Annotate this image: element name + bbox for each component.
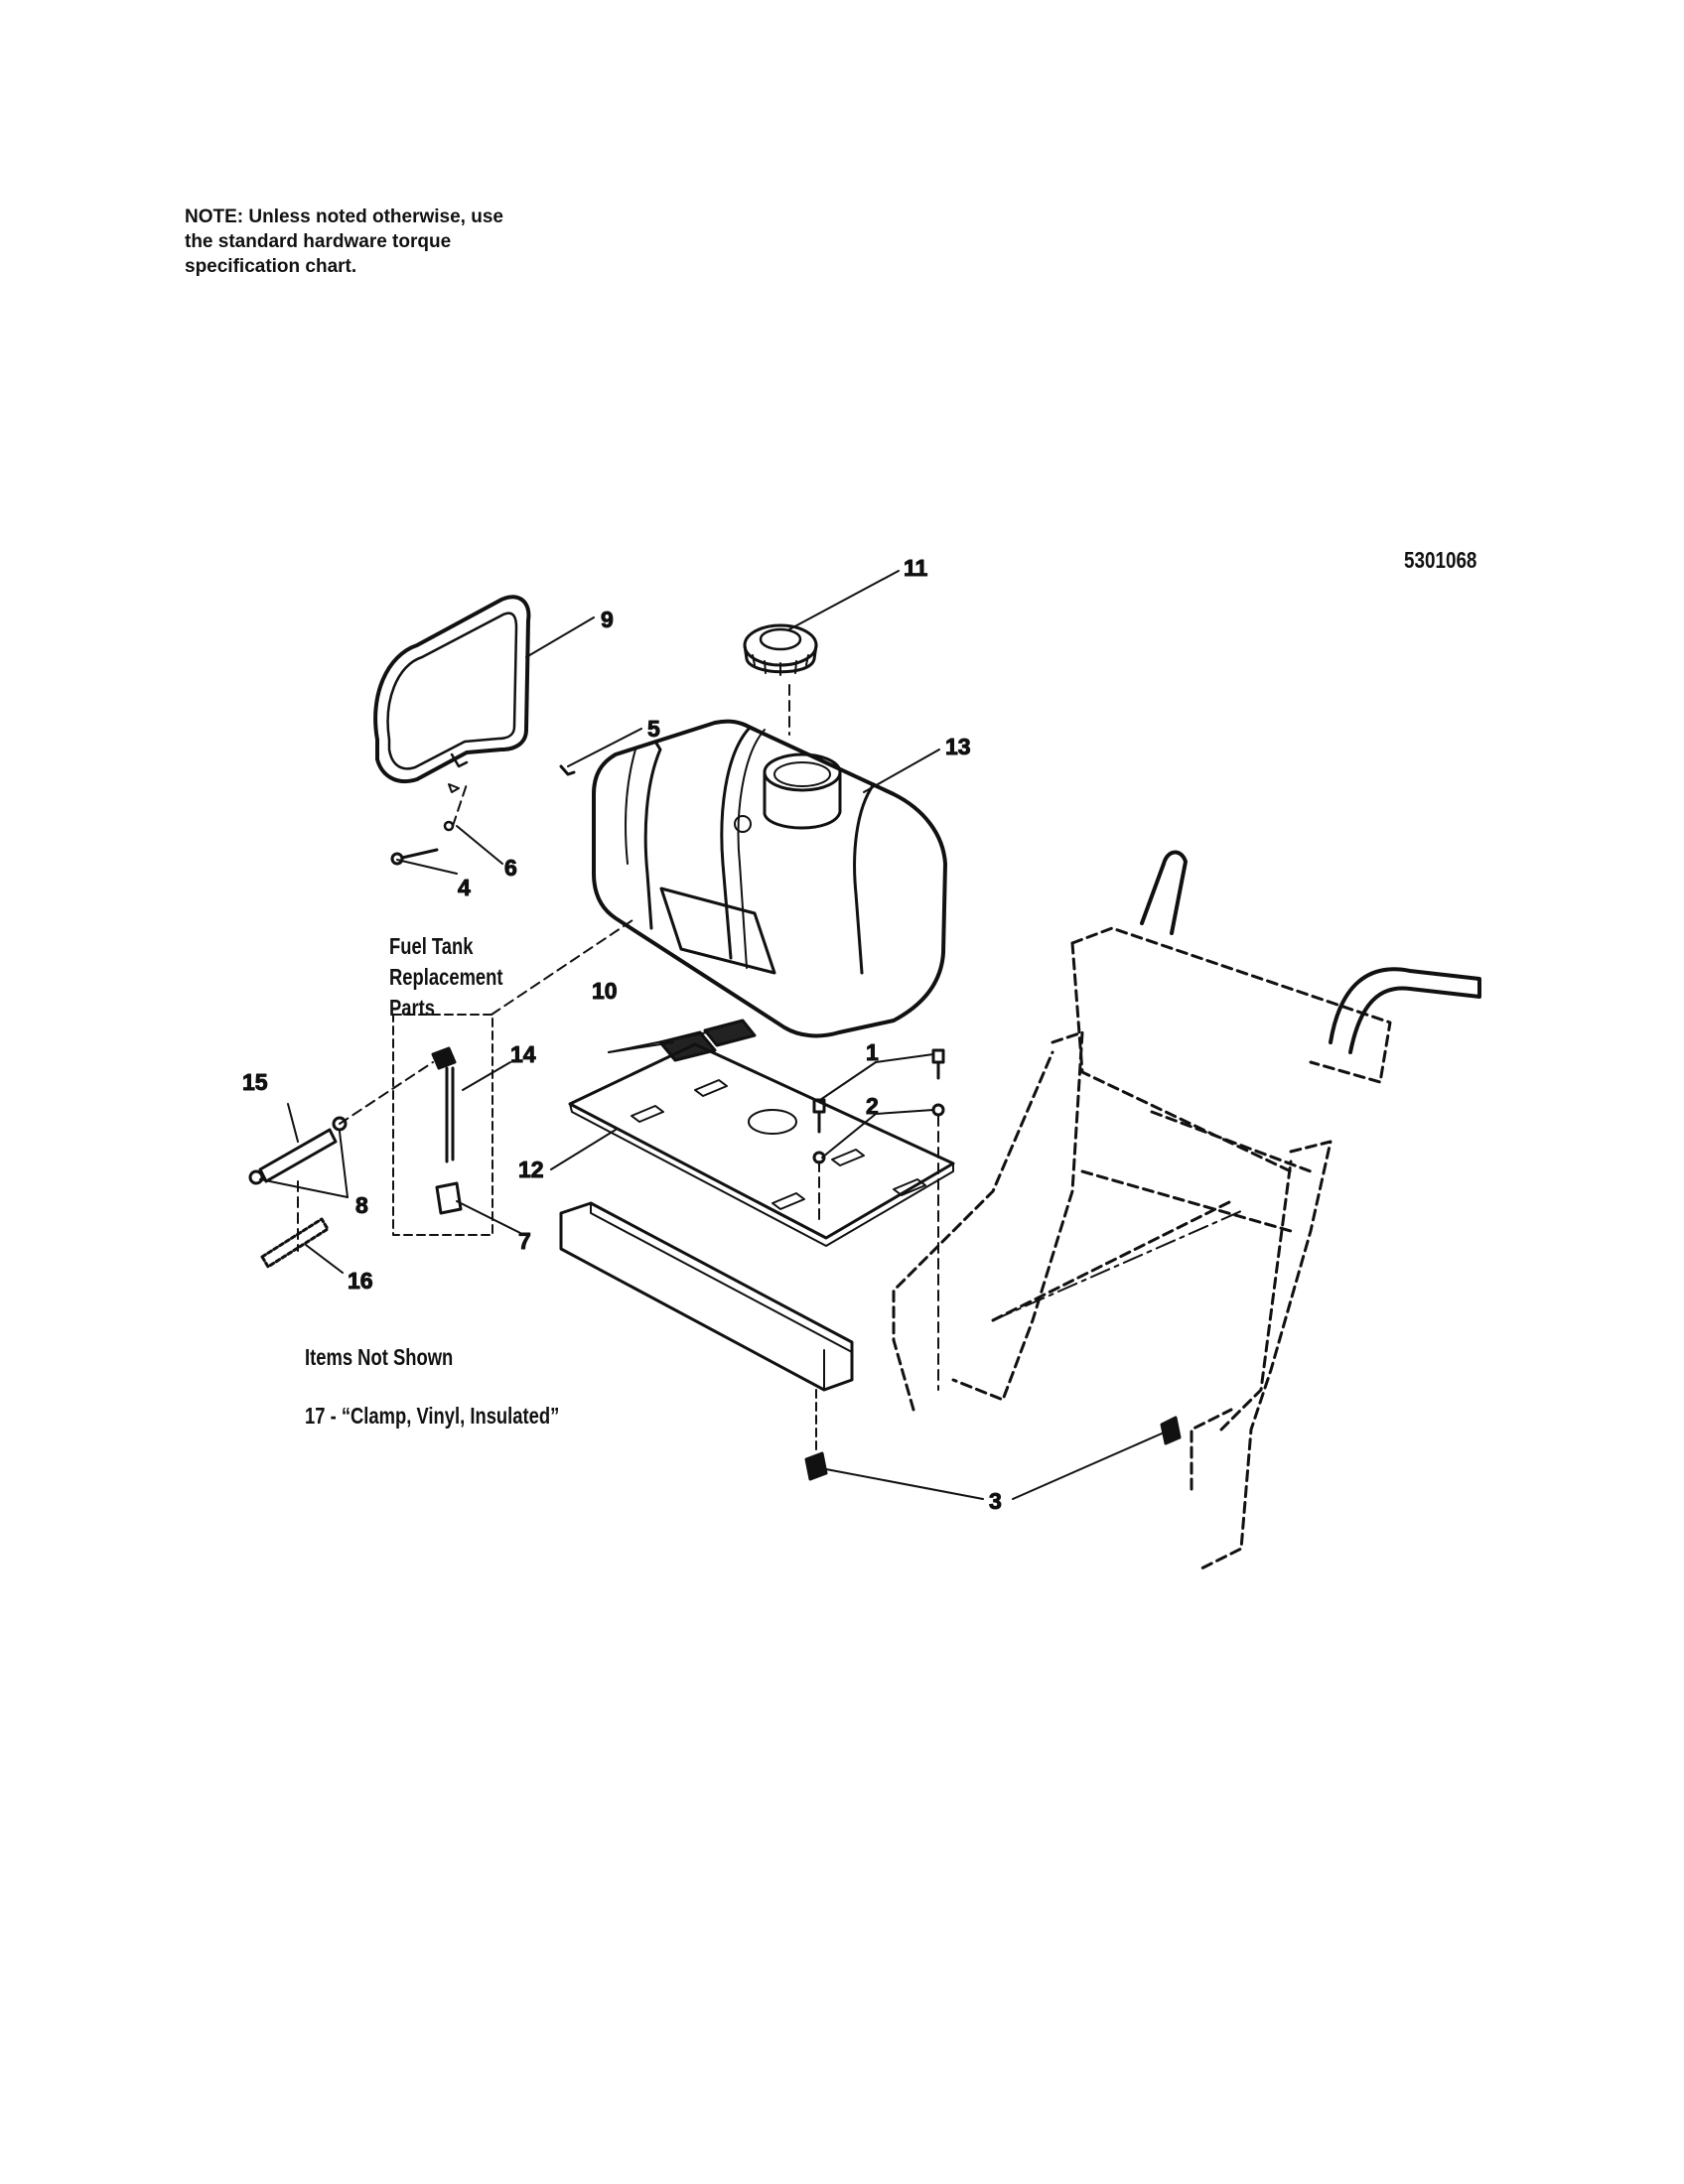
note-line-2: the standard hardware torque	[185, 231, 452, 252]
items-not-shown-title: Items Not Shown	[305, 1344, 454, 1370]
support-channel	[559, 1201, 854, 1392]
callout-5: 5	[647, 716, 660, 742]
hose-clamp-8b	[248, 1169, 264, 1185]
callout-14: 14	[510, 1041, 536, 1067]
note-line-3: specification chart.	[185, 256, 357, 277]
fuel-tank-label-line-2: Replacement	[389, 964, 503, 990]
clamp-3	[804, 1416, 1182, 1481]
callout-2: 2	[866, 1093, 879, 1119]
pickup-tube	[431, 1046, 463, 1215]
frame-link-line	[992, 1210, 1242, 1321]
callout-12: 12	[518, 1157, 544, 1182]
tank-strap-frame	[373, 595, 531, 783]
strap-clip	[559, 764, 576, 776]
assembly-lines	[297, 783, 939, 1391]
fuel-tank-parts-box	[392, 1014, 493, 1236]
diagram-number: 5301068	[1404, 547, 1477, 573]
frame-handle	[1140, 850, 1481, 1054]
hose-15	[258, 1128, 338, 1183]
note-line-1: NOTE: Unless noted otherwise, use	[185, 206, 503, 227]
leader-lines	[259, 570, 1163, 1500]
callout-4: 4	[458, 875, 471, 900]
callout-10: 10	[592, 978, 618, 1004]
torque-note: NOTE: Unless noted otherwise, use the st…	[185, 205, 602, 279]
fuel-tank	[592, 719, 947, 1038]
items-not-shown-item: 17 - “Clamp, Vinyl, Insulated”	[305, 1403, 560, 1429]
fuel-tank-label-line-1: Fuel Tank	[389, 933, 474, 959]
callout-15: 15	[242, 1069, 268, 1095]
sleeve-16	[260, 1217, 330, 1269]
hose-clamp-8a	[332, 1116, 348, 1132]
callout-9: 9	[601, 607, 614, 632]
callout-1: 1	[866, 1039, 879, 1065]
callout-7: 7	[518, 1228, 531, 1254]
fuel-tank-group-label: Fuel Tank Replacement Parts	[389, 931, 503, 1024]
washer-6	[448, 783, 460, 793]
nut-4b	[443, 820, 455, 832]
callout-11: 11	[904, 555, 928, 581]
fuel-tank-label-line-3: Parts	[389, 995, 436, 1021]
bolt-4	[390, 848, 439, 866]
fuel-cap	[743, 623, 818, 676]
mounting-plate	[568, 1042, 955, 1247]
callout-13: 13	[945, 734, 971, 759]
callout-6: 6	[504, 855, 517, 881]
callout-8: 8	[355, 1192, 368, 1218]
callout-16: 16	[348, 1268, 373, 1294]
callout-3: 3	[989, 1488, 1002, 1514]
chassis-frame	[892, 926, 1392, 1570]
